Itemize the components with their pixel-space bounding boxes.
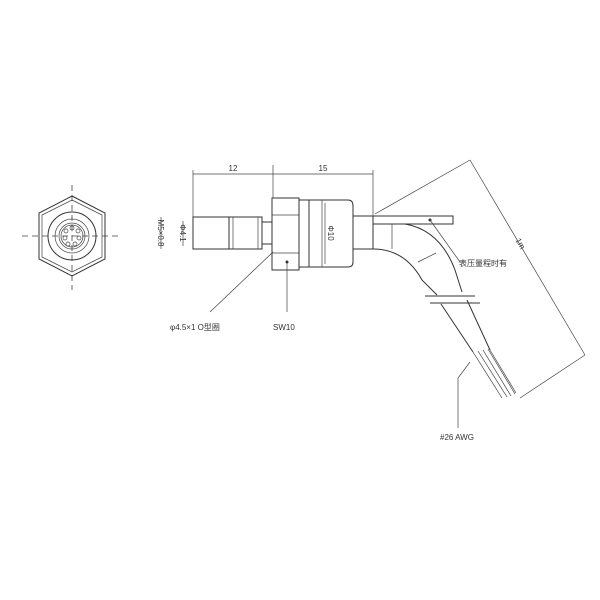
dim-body-diameter: Φ10 [326, 225, 335, 241]
leaders [209, 219, 471, 428]
callout-wire: #26 AWG [440, 433, 474, 442]
callout-gauge-vent: 表压量程时有 [459, 258, 507, 268]
dimensions [160, 159, 586, 399]
callout-hex: SW10 [273, 323, 295, 332]
callout-oring: φ4.5×1 O型圈 [170, 323, 220, 332]
side-view [192, 197, 517, 399]
dim-thread-length: 12 [229, 164, 238, 173]
dim-thread-spec: M5×0.8 [156, 220, 165, 247]
dim-body-length: 15 [319, 164, 328, 173]
dim-port-diameter: Φ4.1 [178, 224, 187, 242]
dim-cable-length: 1m [513, 237, 527, 251]
end-view [22, 185, 122, 290]
